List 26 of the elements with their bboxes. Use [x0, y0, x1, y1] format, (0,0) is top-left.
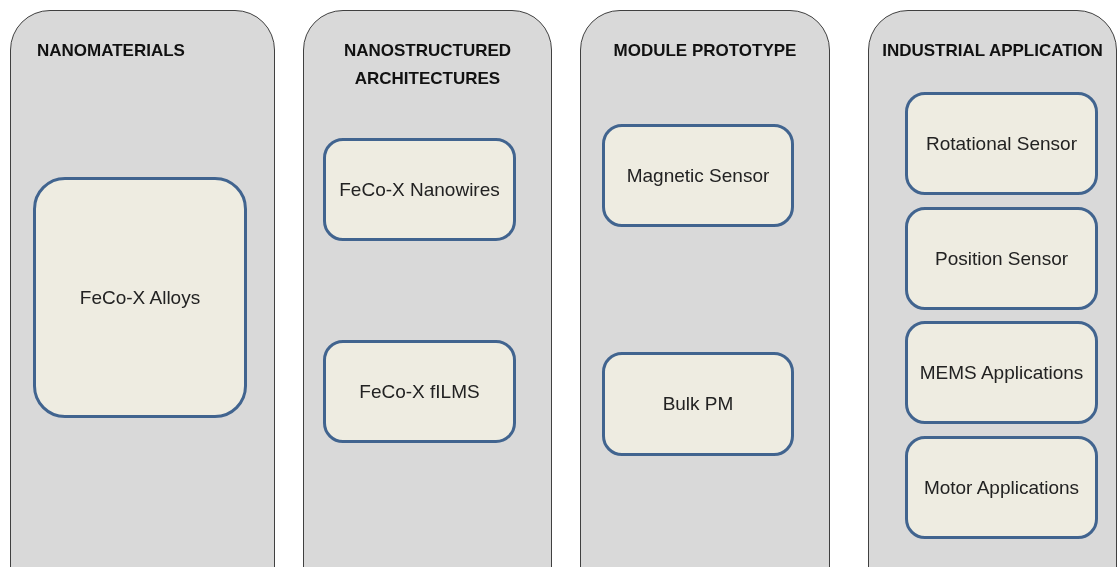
item-label: FeCo-X Nanowires [338, 177, 501, 202]
item-box [33, 177, 247, 418]
item-box [602, 352, 794, 456]
item-label: Motor Applications [922, 475, 1081, 500]
stage-panel [868, 10, 1117, 567]
stage-panel [10, 10, 275, 567]
item-box [905, 92, 1098, 195]
item-box [905, 436, 1098, 539]
item-box [905, 207, 1098, 310]
item-box [323, 138, 516, 241]
stage-panel [303, 10, 552, 567]
stage-panel [580, 10, 830, 567]
item-label: MEMS Applications [918, 360, 1085, 385]
stage-heading: INDUSTRIAL APPLICATION [881, 40, 1104, 62]
item-label: FeCo-X Alloys [78, 285, 202, 310]
item-box [602, 124, 794, 227]
stage-heading: NANOSTRUCTURED ARCHITECTURES [342, 40, 513, 90]
stage-heading: NANOMATERIALS [36, 40, 186, 62]
item-box [905, 321, 1098, 424]
item-label: Magnetic Sensor [625, 163, 771, 188]
item-label: Rotational Sensor [924, 131, 1078, 156]
item-label: FeCo-X fILMS [358, 379, 481, 404]
item-label: Bulk PM [661, 392, 735, 416]
item-box [323, 340, 516, 443]
stage-heading: MODULE PROTOTYPE [612, 40, 798, 62]
item-label: Position Sensor [933, 246, 1070, 271]
